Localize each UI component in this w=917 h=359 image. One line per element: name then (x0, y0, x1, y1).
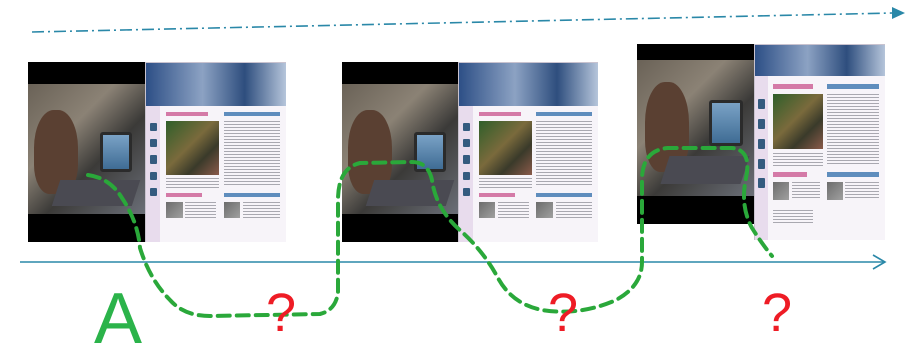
label-a: A (94, 283, 142, 355)
green-dashed-gaze-path (88, 148, 772, 316)
question-mark-2: ? (548, 286, 578, 340)
question-mark-1: ? (266, 286, 296, 340)
question-mark-3: ? (762, 286, 792, 340)
